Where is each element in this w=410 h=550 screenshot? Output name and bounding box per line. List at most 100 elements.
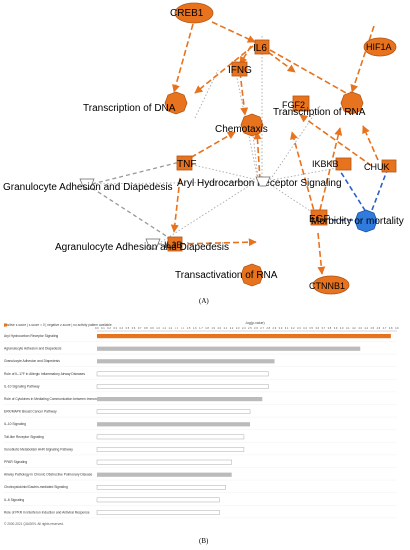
bar <box>96 484 226 490</box>
axis-title: -log(p-value) <box>245 321 265 325</box>
x-tick-label: 0.7 <box>138 326 142 330</box>
node-transcription-rna[interactable]: Transcription of RNA <box>273 91 366 118</box>
chart-legend: positive z-score | z-score = 0 | negativ… <box>4 323 112 327</box>
bar <box>97 334 391 339</box>
x-tick-label: 2.7 <box>260 326 264 330</box>
network-diagram: CREB1 IL6 HIF1A IFNG FGF2 TNF IKBKB CHUK… <box>3 2 404 295</box>
x-tick-label: 1.4 <box>181 326 185 330</box>
x-tick-label: 4.1 <box>346 326 350 330</box>
node-ahr-signaling[interactable]: Aryl Hydrocarbon Receptor Signaling <box>177 176 342 189</box>
bar <box>96 459 232 465</box>
node-chemotaxis[interactable]: Chemotaxis <box>215 113 268 137</box>
x-tick-label: 0.9 <box>150 326 154 330</box>
bar <box>96 447 245 452</box>
x-tick-label: 2.9 <box>273 326 277 330</box>
x-tick-label: 0.6 <box>132 326 136 330</box>
label-agranulocyte: Agranulocyte Adhesion and Diapedesis <box>55 242 229 253</box>
pathway-bar-chart: positive z-score | z-score = 0 | negativ… <box>4 321 399 526</box>
bar <box>96 434 245 440</box>
bar <box>96 497 220 503</box>
x-tick-label: 4.9 <box>395 326 399 330</box>
bar <box>96 510 220 515</box>
x-tick-label: 2.1 <box>224 326 228 330</box>
x-tick-label: 2.8 <box>266 326 270 330</box>
panel-label-a: (A) <box>199 297 209 305</box>
bar <box>96 409 251 414</box>
node-ifng[interactable]: IFNG <box>228 61 252 77</box>
x-tick-label: 4.3 <box>358 326 362 330</box>
x-tick-label: 3.8 <box>328 326 332 330</box>
label-transcription-rna: Transcription of RNA <box>273 107 366 118</box>
node-creb1[interactable]: CREB1 <box>170 2 214 24</box>
node-egf[interactable]: EGF <box>309 209 330 226</box>
x-tick-label: 0.2 <box>107 326 111 330</box>
node-tnf[interactable]: TNF <box>176 155 196 171</box>
x-tick-label: 3.6 <box>315 326 319 330</box>
x-tick-label: 4.4 <box>364 326 368 330</box>
label-hif1a: HIF1A <box>366 42 392 52</box>
gray-dashed-edges <box>91 161 181 245</box>
node-chuk[interactable]: CHUK <box>364 159 397 173</box>
bar-category-label: Xenobiotic Metabolism AHR Signaling Path… <box>4 447 73 451</box>
bar-category-label: Role of PKR in Interferon Induction and … <box>4 510 90 514</box>
x-tick-label: 3.5 <box>309 326 313 330</box>
label-granulocyte: Granulocyte Adhesion and Diapedesis <box>3 182 173 193</box>
x-tick-label: 4.8 <box>389 326 393 330</box>
bar <box>97 346 361 351</box>
bar <box>97 422 251 427</box>
x-tick-label: 0.5 <box>126 326 130 330</box>
node-fgf2[interactable]: FGF2 <box>282 95 310 112</box>
x-tick-label: 3.2 <box>291 326 295 330</box>
x-tick-label: 2.3 <box>236 326 240 330</box>
node-ctnnb1[interactable]: CTNNB1 <box>309 275 350 295</box>
label-transactivation: Transactivation of RNA <box>175 270 278 281</box>
label-morbidity: Morbidity or mortality <box>311 216 404 227</box>
x-tick-label: 4.2 <box>352 326 356 330</box>
x-tick-label: 4.7 <box>383 326 387 330</box>
bar-category-label: IL-10 Signaling Pathway <box>4 384 40 388</box>
x-tick-label: 3.3 <box>297 326 301 330</box>
label-il6: IL6 <box>253 43 267 54</box>
bar-category-label: Aryl Hydrocarbon Receptor Signaling <box>4 334 58 338</box>
x-tick-label: 3.4 <box>303 326 307 330</box>
label-ifng: IFNG <box>228 65 252 76</box>
bar <box>97 472 232 477</box>
node-ikbkb[interactable]: IKBKB <box>312 157 352 171</box>
node-agranulocyte[interactable]: Agranulocyte Adhesion and Diapedesis <box>55 238 229 253</box>
x-tick-label: 0.4 <box>119 326 123 330</box>
node-granulocyte[interactable]: Granulocyte Adhesion and Diapedesis <box>3 178 173 193</box>
node-il6[interactable]: IL6 <box>253 39 270 55</box>
x-tick-label: 3.1 <box>285 326 289 330</box>
legend-swatch-positive <box>4 323 7 327</box>
x-tick-label: 0.8 <box>144 326 148 330</box>
node-hif1a[interactable]: HIF1A <box>363 37 397 57</box>
bar-rows: Aryl Hydrocarbon Receptor SignalingAgran… <box>4 334 397 519</box>
node-transcription-dna[interactable]: Transcription of DNA <box>83 91 188 115</box>
copyright-text: © 2000-2021 QIAGEN. All rights reserved. <box>4 522 64 526</box>
label-chuk: CHUK <box>364 162 390 172</box>
label-fgf2: FGF2 <box>282 100 305 110</box>
bar <box>97 397 263 402</box>
label-tnf: TNF <box>177 159 196 170</box>
x-tick-label: 1.2 <box>168 326 172 330</box>
x-tick-label: 1.7 <box>199 326 203 330</box>
panel-label-b: (B) <box>199 537 209 545</box>
label-chemotaxis: Chemotaxis <box>215 124 268 135</box>
x-tick-label: 1.5 <box>187 326 191 330</box>
bar <box>96 384 269 389</box>
node-transactivation[interactable]: Transactivation of RNA <box>175 263 278 287</box>
label-ikbkb: IKBKB <box>312 159 339 169</box>
label-creb1: CREB1 <box>170 8 204 19</box>
label-il1b: IL1B <box>164 240 183 250</box>
x-tick-label: 1.6 <box>193 326 197 330</box>
bar-category-label: Toll-like Receptor Signaling <box>4 435 44 439</box>
x-tick-label: 2.0 <box>217 326 221 330</box>
x-tick-label: 0.1 <box>101 326 105 330</box>
x-tick-label: 0.0 <box>95 326 99 330</box>
node-il1b[interactable]: IL1B <box>164 236 183 252</box>
blue-dashed-edges <box>332 165 389 221</box>
x-tick-label: 1.0 <box>156 326 160 330</box>
label-transcription-dna: Transcription of DNA <box>83 103 176 114</box>
node-morbidity[interactable]: Morbidity or mortality <box>311 209 404 233</box>
